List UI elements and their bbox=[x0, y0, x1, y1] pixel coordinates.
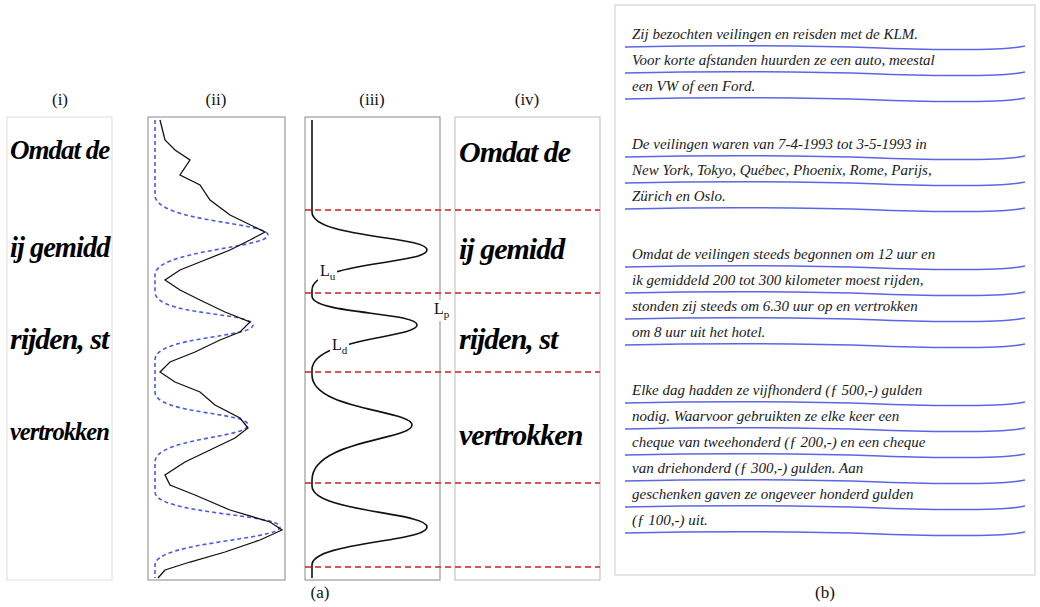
handwritten-line: om 8 uur uit het hotel. bbox=[632, 324, 765, 341]
handwritten-line: Zij bezochten veilingen en reisden met d… bbox=[632, 26, 918, 43]
segment-line bbox=[625, 506, 1025, 510]
separator-line bbox=[305, 371, 600, 373]
handwritten-line: Elke dag hadden ze vijfhonderd (ƒ 500,-)… bbox=[632, 382, 922, 399]
segment-line bbox=[625, 532, 1025, 536]
handwriting-crop: ij gemidd bbox=[10, 232, 109, 265]
separator-line bbox=[305, 566, 600, 568]
gaussian-curve bbox=[312, 120, 427, 578]
segment-line bbox=[625, 156, 1025, 160]
panel-frame bbox=[455, 117, 600, 580]
handwritten-line: Omdat de veilingen steeds begonnen om 12… bbox=[632, 246, 935, 263]
segment-line bbox=[625, 182, 1025, 186]
handwritten-line: ik gemiddeld 200 tot 300 kilometer moest… bbox=[632, 272, 924, 289]
segment-line bbox=[625, 428, 1025, 432]
projection-profile bbox=[158, 120, 282, 578]
handwriting-crop: vertrokken bbox=[10, 418, 109, 446]
curve-marker: Ld bbox=[330, 336, 349, 357]
handwriting-crop: ij gemidd bbox=[459, 232, 564, 267]
panel-caption: (ii) bbox=[206, 90, 227, 110]
panel-caption: (i) bbox=[52, 90, 68, 110]
handwritten-line: Voor korte afstanden huurden ze een auto… bbox=[632, 52, 935, 69]
handwritten-line: van driehonderd (ƒ 300,-) gulden. Aan bbox=[632, 460, 863, 477]
segment-line bbox=[625, 98, 1025, 102]
segment-line bbox=[625, 72, 1025, 76]
curve-marker: Lp bbox=[432, 300, 451, 321]
handwriting-crop: vertrokken bbox=[459, 418, 582, 453]
handwritten-line: (ƒ 100,-) uit. bbox=[632, 512, 708, 529]
handwritten-line: De veilingen waren van 7-4-1993 tot 3-5-… bbox=[632, 136, 927, 153]
handwriting-crop: rijden, st bbox=[459, 322, 557, 357]
panel-frame bbox=[7, 117, 112, 580]
separator-line bbox=[305, 482, 600, 484]
panel-frame bbox=[305, 117, 440, 580]
segment-line bbox=[625, 402, 1025, 406]
handwriting-crop: Omdat de bbox=[459, 135, 570, 170]
line-separators bbox=[305, 210, 600, 567]
segment-line bbox=[625, 208, 1025, 212]
segment-line bbox=[625, 318, 1025, 322]
handwritten-line: cheque van tweehonderd (ƒ 200,-) en een … bbox=[632, 434, 926, 451]
handwritten-line: geschenken gaven ze ongeveer honderd gul… bbox=[632, 486, 913, 503]
separator-line bbox=[305, 209, 600, 211]
handwritten-line: stonden zij steeds om 6.30 uur op en ver… bbox=[632, 298, 918, 315]
page-frame bbox=[615, 5, 1035, 575]
smoothed-profile bbox=[155, 120, 280, 578]
segment-line bbox=[625, 46, 1025, 50]
segment-line bbox=[625, 480, 1025, 484]
panel-caption: (b) bbox=[815, 583, 835, 603]
separator-line bbox=[305, 292, 600, 294]
handwritten-line: nodig. Waarvoor gebruikten ze elke keer … bbox=[632, 408, 899, 425]
handwriting-crop: rijden, st bbox=[10, 322, 108, 357]
segment-line bbox=[625, 292, 1025, 296]
handwritten-line: Zürich en Oslo. bbox=[632, 188, 726, 205]
segment-line bbox=[625, 344, 1025, 348]
curve-marker: Lu bbox=[318, 262, 337, 283]
handwritten-line: New York, Tokyo, Québec, Phoenix, Rome, … bbox=[632, 162, 932, 179]
panel-caption: (iii) bbox=[359, 90, 385, 110]
segment-line bbox=[625, 266, 1025, 270]
panel-caption: (iv) bbox=[515, 90, 540, 110]
handwritten-line: een VW of een Ford. bbox=[632, 78, 755, 95]
segment-line bbox=[625, 454, 1025, 458]
handwriting-crop: Omdat de bbox=[10, 135, 109, 166]
segmentation-lines bbox=[625, 46, 1025, 536]
panel-caption: (a) bbox=[311, 583, 330, 603]
panel-frame bbox=[148, 117, 285, 580]
